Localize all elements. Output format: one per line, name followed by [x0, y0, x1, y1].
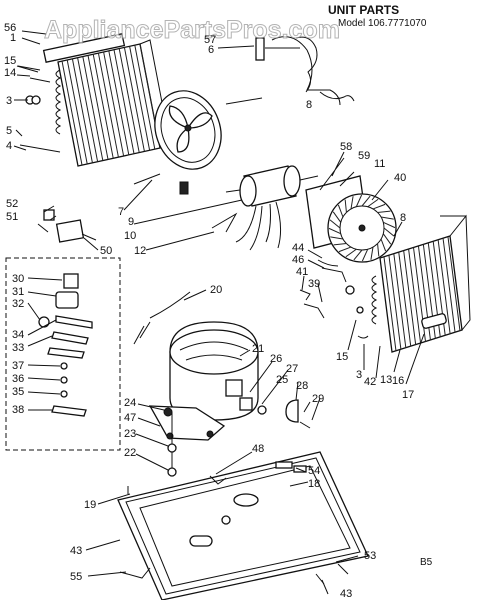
callout-44: 44	[292, 242, 304, 254]
blower-wheel	[305, 175, 397, 263]
callout-27: 27	[286, 363, 298, 375]
callout-14: 14	[4, 67, 16, 79]
callout-1: 1	[10, 32, 16, 44]
refrigerant-tubing	[255, 36, 355, 106]
callout-30: 30	[12, 273, 24, 285]
control-switch	[37, 209, 97, 243]
condenser-fan	[154, 90, 222, 195]
callout-58: 58	[340, 141, 352, 153]
callout-43b: 43	[340, 588, 352, 600]
callout-labels: 56 1 15 14 3 5 4 57 6 8 58 59 11 40 7 9 …	[4, 22, 414, 600]
electrical-parts-group	[5, 257, 121, 451]
overload-protector	[239, 397, 311, 429]
callout-42: 42	[364, 376, 376, 388]
condenser-coil	[17, 33, 171, 167]
fan-motor	[211, 165, 319, 251]
callout-59: 59	[358, 150, 370, 162]
callout-26: 26	[270, 353, 282, 365]
callout-57: 57	[204, 34, 216, 46]
callout-29: 29	[312, 393, 324, 405]
callout-21: 21	[252, 343, 264, 355]
callout-41: 41	[296, 266, 308, 278]
callout-17: 17	[402, 389, 414, 401]
callout-23: 23	[124, 428, 136, 440]
callout-51: 51	[6, 211, 18, 223]
callout-38: 38	[12, 404, 24, 416]
callout-11: 11	[374, 158, 385, 170]
model-number: Model 106.7771070	[338, 18, 427, 29]
callout-34: 34	[12, 329, 24, 341]
callout-4: 4	[6, 140, 12, 152]
heater-wire	[133, 291, 191, 345]
callout-3: 3	[6, 95, 12, 107]
callout-53: 53	[364, 550, 376, 562]
capillary-tube-parts	[299, 259, 369, 339]
callout-16: 16	[392, 375, 404, 387]
callout-3b: 3	[356, 369, 362, 381]
callout-8b: 8	[400, 212, 406, 224]
callout-43: 43	[70, 545, 82, 557]
callout-24: 24	[124, 397, 136, 409]
callout-56: 56	[4, 22, 16, 34]
base-pan	[117, 451, 369, 600]
coil-top-bracket	[42, 33, 126, 63]
callout-15: 15	[4, 55, 16, 67]
callout-50: 50	[100, 245, 112, 257]
callout-40: 40	[394, 172, 406, 184]
diagram-title: UNIT PARTS	[328, 3, 399, 17]
callout-15b: 15	[336, 351, 348, 363]
callout-52: 52	[6, 198, 18, 210]
callout-13: 13	[380, 374, 392, 386]
leader-lines	[13, 30, 425, 595]
callout-10: 10	[124, 230, 136, 242]
callout-32: 32	[12, 298, 24, 310]
callout-35: 35	[12, 386, 24, 398]
callout-54: 54	[308, 465, 320, 477]
callout-12: 12	[134, 245, 146, 257]
callout-46: 46	[292, 254, 304, 266]
callout-9: 9	[128, 216, 134, 228]
watermark: AppliancePartsPros.com	[44, 16, 340, 44]
callout-39: 39	[308, 278, 320, 290]
callout-18: 18	[308, 478, 320, 490]
callout-25: 25	[276, 374, 288, 386]
compressor	[148, 321, 259, 477]
callout-48: 48	[252, 443, 264, 455]
callout-37: 37	[12, 360, 24, 372]
callout-55: 55	[70, 571, 82, 583]
callout-20: 20	[210, 284, 222, 296]
callout-22: 22	[124, 447, 136, 459]
callout-47: 47	[124, 412, 136, 424]
callout-5: 5	[6, 125, 12, 137]
callout-6: 6	[208, 44, 214, 56]
callout-36: 36	[12, 373, 24, 385]
callout-28: 28	[296, 380, 308, 392]
callout-31: 31	[12, 286, 24, 298]
evaporator-coil	[371, 214, 471, 353]
callout-7: 7	[118, 206, 124, 218]
callout-8: 8	[306, 99, 312, 111]
callout-33: 33	[12, 342, 24, 354]
footer-code: B5	[420, 557, 433, 568]
callout-19: 19	[84, 499, 96, 511]
